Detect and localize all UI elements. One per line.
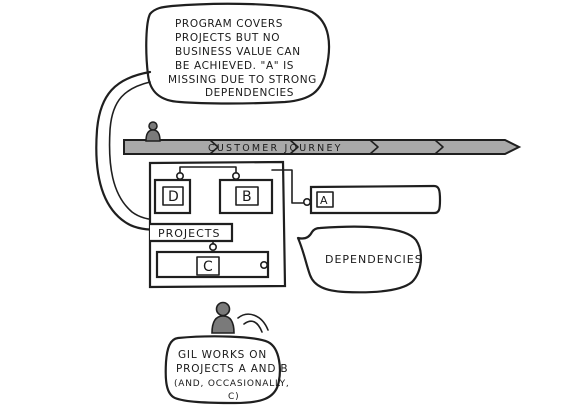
project-d-label: D [168, 189, 179, 205]
top-bubble-line-2: PROJECTS BUT NO [175, 32, 280, 44]
projects-label: PROJECTS [158, 227, 221, 240]
svg-text:PROGRAM COVERS PROJECTS: PROGRAM COVERS PROJECTS BUT NO BUSINESS … [168, 18, 321, 99]
dependencies-speech-bubble: DEPENDENCIES [296, 225, 423, 294]
person-icon-bottom [211, 301, 235, 334]
project-c-label: C [203, 259, 213, 275]
bubble-connector-line [95, 70, 164, 232]
project-b-label: B [242, 189, 252, 205]
project-b: B [218, 172, 274, 215]
top-speech-bubble: PROGRAM COVERS PROJECTS BUT NO BUSINESS … [145, 2, 331, 105]
project-a: A [309, 184, 442, 215]
top-bubble-line-1: PROGRAM COVERS [175, 18, 283, 30]
bottom-bubble-tail [237, 313, 269, 333]
dependency-line-b-a [271, 169, 304, 204]
bottom-bubble-line-3: (AND, OCCASIONALLY, [174, 379, 290, 389]
dependency-line-d-b [179, 166, 237, 174]
top-bubble-line-6: DEPENDENCIES [205, 87, 294, 99]
top-bubble-line-3: BUSINESS VALUE CAN [175, 46, 301, 58]
project-a-label: A [320, 194, 328, 207]
top-bubble-line-5: MISSING DUE TO STRONG [168, 74, 317, 86]
dependencies-label: DEPENDENCIES [325, 253, 423, 266]
top-bubble-line-4: BE ACHIEVED. "A" IS [175, 60, 294, 72]
bottom-bubble-line-4: C) [228, 392, 239, 402]
dependency-node-a [302, 198, 311, 207]
person-icon-top [145, 121, 161, 142]
bottom-speech-bubble: GIL WORKS ON PROJECTS A AND B (AND, OCCA… [164, 335, 294, 405]
customer-journey-band: CUSTOMER JOURNEY [123, 139, 522, 155]
svg-text:GIL WORKS ON PROJECTS A: GIL WORKS ON PROJECTS A AND B (AND, OCCA… [174, 349, 294, 402]
bottom-bubble-line-1: GIL WORKS ON [178, 349, 267, 361]
customer-journey-label: CUSTOMER JOURNEY [208, 143, 343, 154]
project-c: C [155, 243, 270, 279]
projects-label-box: PROJECTS [150, 222, 234, 243]
bubble-connector-line-inner [108, 81, 161, 221]
project-d: D [153, 172, 192, 215]
bottom-bubble-line-2: PROJECTS A AND B [176, 363, 288, 375]
